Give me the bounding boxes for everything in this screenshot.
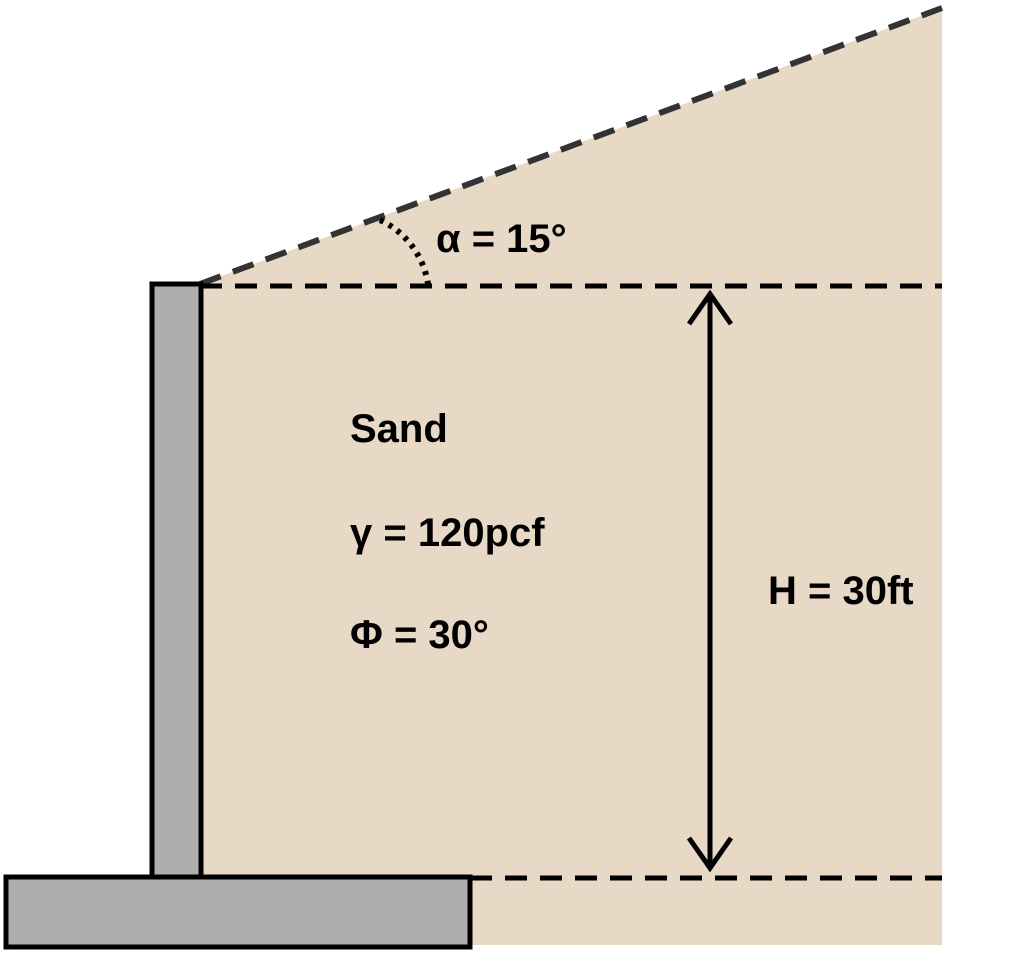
backfill-soil	[200, 8, 942, 945]
friction-angle-label: Φ = 30°	[350, 613, 489, 657]
retaining-wall-stem	[149, 281, 204, 880]
retaining-wall-footing	[3, 874, 473, 950]
unit-weight-label: γ = 120pcf	[350, 511, 545, 555]
height-dimension-arrow	[686, 289, 734, 873]
material-label: Sand	[350, 407, 448, 451]
slope-angle-label: α = 15°	[436, 217, 567, 261]
slope-angle-arc	[378, 217, 431, 285]
sloped-surface-line	[198, 5, 944, 287]
height-label: H = 30ft	[768, 569, 914, 613]
